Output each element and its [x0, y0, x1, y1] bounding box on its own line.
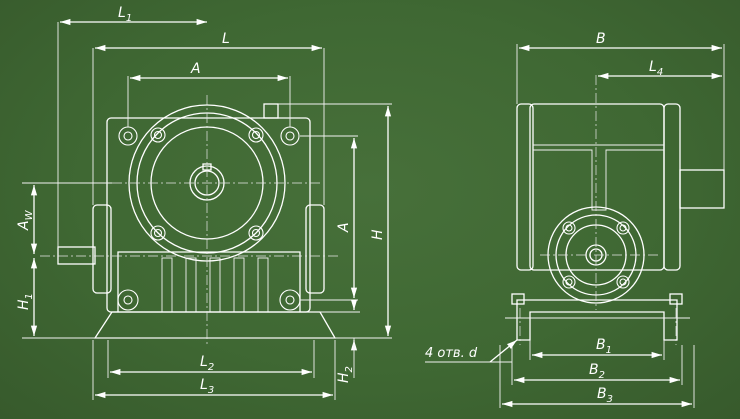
label-Aw: AW [16, 209, 35, 231]
label-H1: H1 [16, 293, 35, 310]
label-L4: L4 [649, 59, 663, 78]
side-view [425, 44, 725, 408]
worm-flange-bolts [562, 221, 630, 289]
label-L: L [222, 31, 230, 47]
side-left-flange [516, 103, 534, 271]
side-output-shaft [679, 169, 725, 209]
dimension-labels: L1 L A A H AW H1 H2 L2 L3 B L4 B1 B2 B3 … [16, 5, 663, 405]
side-right-flange [663, 103, 681, 271]
housing-ribs [161, 257, 269, 313]
label-A-top: A [190, 61, 201, 77]
front-view [22, 18, 392, 400]
side-dimensions [425, 44, 725, 408]
side-foot [516, 299, 678, 341]
label-H2: H2 [336, 366, 355, 383]
left-boss [92, 204, 112, 294]
corner-bolts [117, 126, 301, 311]
front-base [93, 311, 337, 339]
lower-housing [117, 251, 301, 312]
worm-shaft [57, 246, 96, 265]
label-B: B [596, 31, 606, 47]
label-L3: L3 [200, 377, 214, 396]
label-A-side: A [336, 222, 352, 233]
vent-plug [263, 103, 279, 119]
label-B2: B2 [589, 362, 605, 381]
foot-bolt-left [511, 293, 525, 305]
label-B3: B3 [597, 386, 613, 405]
label-L2: L2 [200, 354, 214, 373]
label-H: H [370, 229, 386, 240]
label-B1: B1 [596, 337, 612, 356]
foot-bolt-right [669, 293, 683, 305]
label-holes: 4 отв. d [425, 346, 478, 361]
front-dimensions [22, 18, 392, 400]
front-housing [106, 117, 311, 313]
right-boss [305, 204, 325, 294]
label-L1: L1 [118, 5, 132, 24]
flange-bolts [150, 127, 264, 241]
